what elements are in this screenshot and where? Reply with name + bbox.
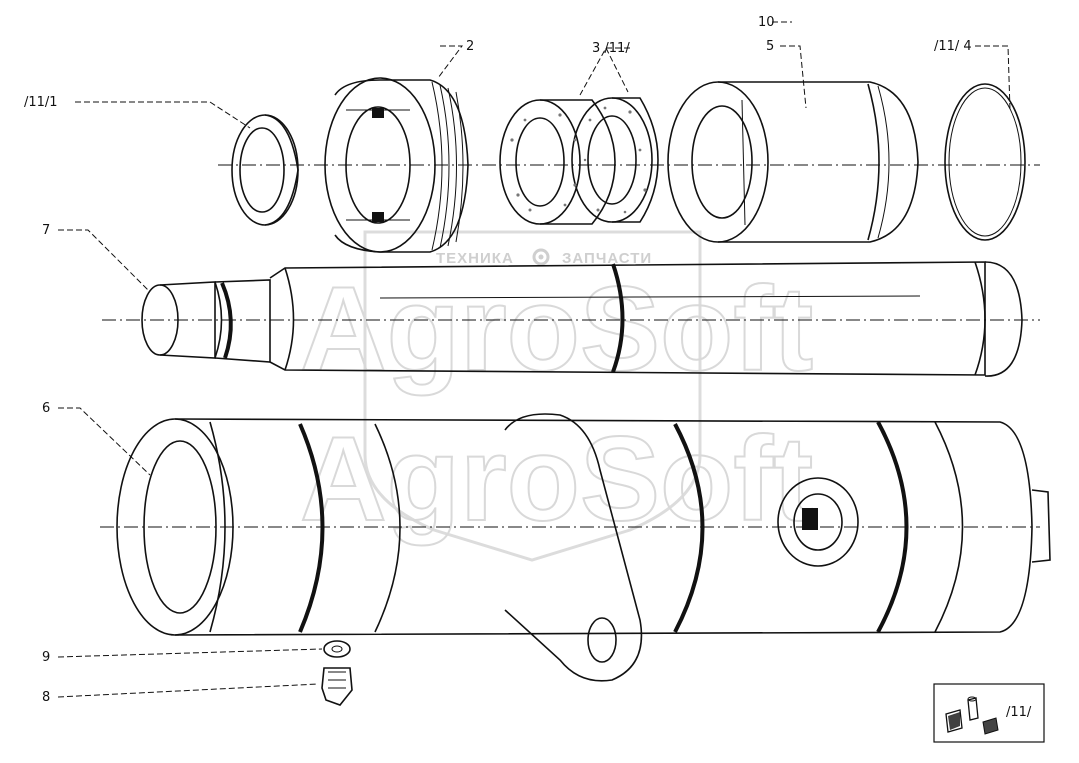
watermark-gear-icon (532, 248, 550, 266)
callout-6: 6 (42, 401, 50, 416)
callout-2: 2 (466, 39, 474, 54)
part-bolt-8 (321, 667, 353, 706)
watermark: ТЕХНИКА ЗАПЧАСТИ AgroSoft AgroSoft (299, 230, 814, 562)
watermark-shield-icon (363, 230, 702, 562)
watermark-logo-text: AgroSoft (300, 262, 813, 396)
callout-8: 8 (42, 690, 50, 705)
part-shaft-7 (141, 261, 1023, 377)
callout-9: 9 (42, 650, 50, 665)
callout-3-11: 3 /11/ (592, 41, 630, 56)
part-felt-seals-3 (499, 97, 659, 225)
callout-11-1: /11/1 (24, 95, 58, 110)
part-washer-9 (323, 640, 351, 658)
repair-kit-box: /11/ (933, 683, 1045, 743)
callout-5: 5 (766, 39, 774, 54)
watermark-text-left: ТЕХНИКА (436, 250, 514, 267)
watermark-logo-text-2: AgroSoft (300, 412, 813, 546)
kit-parts-icon (945, 696, 999, 735)
callout-7: 7 (42, 223, 50, 238)
callout-10: 10 (758, 15, 775, 30)
part-threaded-bushing-2 (324, 77, 469, 253)
part-sleeve-5 (667, 81, 919, 243)
part-ring-11-1 (231, 114, 299, 226)
watermark-text-right: ЗАПЧАСТИ (562, 250, 652, 267)
callout-labels: /11/1 2 3 /11/ 10 5 /11/ 4 7 6 9 8 (24, 15, 972, 705)
callout-11-4: /11/ 4 (934, 39, 972, 54)
part-o-ring-11-4 (944, 83, 1026, 241)
part-housing-6 (116, 413, 1051, 682)
leader-lines (57, 21, 1011, 698)
kit-box-label: /11/ (1006, 705, 1032, 720)
